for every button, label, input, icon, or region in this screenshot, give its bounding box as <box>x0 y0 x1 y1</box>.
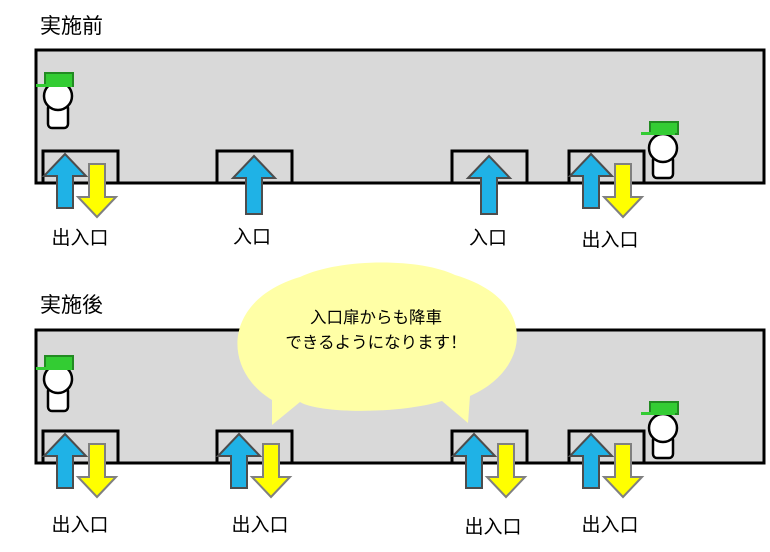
door-label-before-4: 出入口 <box>581 229 639 251</box>
entry-arrow-before-3 <box>465 154 513 215</box>
staff-figure-after <box>641 401 679 460</box>
driver-figure-before <box>36 72 74 130</box>
callout-line-2: できるようになります！ <box>285 333 467 352</box>
door-label-before-3: 入口 <box>468 227 507 249</box>
door-frame-before-4 <box>567 149 646 183</box>
entry-arrow-after-4 <box>567 432 615 489</box>
callout-text: 入口扉からも降車 できるようになります！ <box>240 305 512 355</box>
entry-arrow-before-1 <box>41 152 89 209</box>
door-frame-after-2 <box>215 429 294 463</box>
door-label-after-4: 出入口 <box>581 514 639 536</box>
door-frame-before-1 <box>41 149 120 183</box>
door-frame-before-3 <box>450 149 529 183</box>
before-title: 実施前 <box>40 14 103 38</box>
entry-arrow-before-2 <box>230 154 278 215</box>
door-label-after-1: 出入口 <box>51 514 109 536</box>
exit-arrow-after-4 <box>601 443 645 499</box>
entry-arrow-after-2 <box>215 432 263 489</box>
exit-arrow-after-3 <box>484 443 528 499</box>
entry-arrow-after-3 <box>450 432 498 489</box>
door-label-before-2: 入口 <box>232 226 271 248</box>
door-label-before-1: 出入口 <box>51 227 109 249</box>
exit-arrow-after-1 <box>75 443 119 499</box>
callout-line-1: 入口扉からも降車 <box>310 308 442 327</box>
exit-arrow-before-4 <box>601 163 645 219</box>
door-frame-before-2 <box>215 149 294 183</box>
entry-arrow-before-4 <box>567 152 615 209</box>
doors-before <box>41 149 646 219</box>
doors-after <box>41 429 646 499</box>
door-frame-after-1 <box>41 429 120 463</box>
speech-bubble <box>237 262 517 425</box>
door-frame-after-3 <box>450 429 529 463</box>
door-frame-after-4 <box>567 429 646 463</box>
staff-figure-before <box>641 121 679 180</box>
after-title: 実施後 <box>40 293 103 317</box>
door-label-after-2: 出入口 <box>231 514 289 536</box>
exit-arrow-after-2 <box>249 443 293 499</box>
driver-figure-after <box>36 355 74 413</box>
door-label-after-3: 出入口 <box>464 516 522 538</box>
entry-arrow-after-1 <box>41 432 89 489</box>
exit-arrow-before-1 <box>75 163 119 219</box>
